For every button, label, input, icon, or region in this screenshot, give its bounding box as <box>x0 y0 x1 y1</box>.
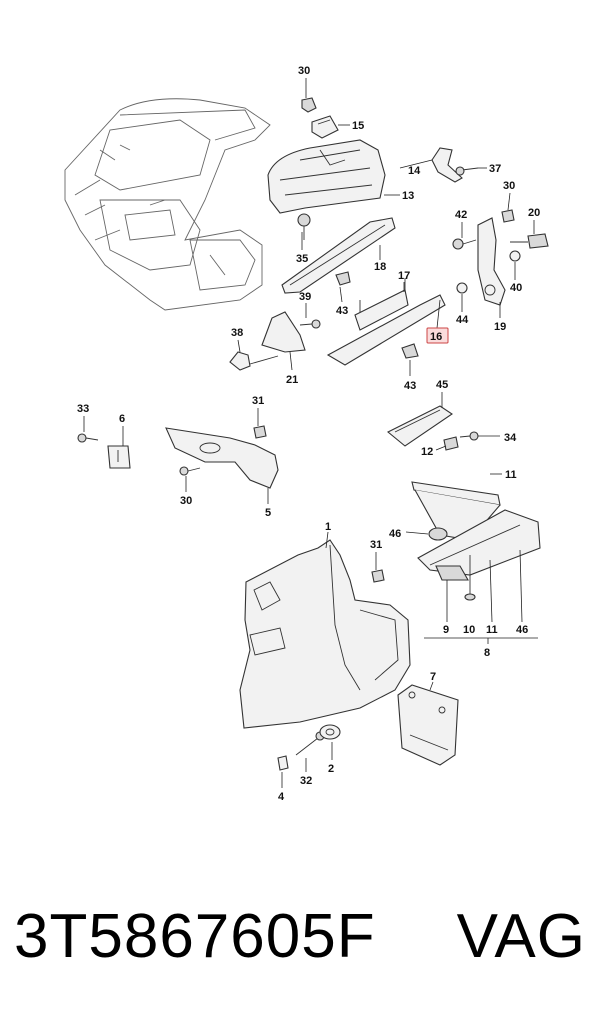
callout-32: 32 <box>300 775 312 787</box>
grille-9 <box>435 565 469 581</box>
footer: 3T5867605F VAG <box>0 892 600 982</box>
callout-14: 14 <box>408 165 421 177</box>
screw-35 <box>297 213 311 240</box>
callout-30: 30 <box>180 495 192 507</box>
callout-43: 43 <box>404 380 416 392</box>
trim-strip-18 <box>281 217 396 294</box>
clip-30-top <box>301 97 317 113</box>
bracket-6 <box>107 445 131 469</box>
screw-30-lower <box>179 466 201 476</box>
side-panel-1 <box>239 539 411 729</box>
callout-labels: 30 15 13 14 37 30 42 20 35 18 17 40 39 4… <box>77 65 540 803</box>
clip-38 <box>229 351 279 371</box>
part-20 <box>510 233 549 249</box>
access-cover-7 <box>397 684 459 766</box>
cover-45 <box>386 405 453 447</box>
callout-30: 30 <box>298 65 310 77</box>
grab-handle-15 <box>311 115 339 139</box>
clip-43-lower <box>401 343 419 359</box>
callout-21: 21 <box>286 374 298 386</box>
callout-37: 37 <box>489 163 501 175</box>
car-body-sketch <box>64 98 271 311</box>
part-number: 3T5867605F <box>14 902 376 971</box>
grommet-2 <box>319 724 341 740</box>
callout-38: 38 <box>231 327 243 339</box>
callout-35: 35 <box>296 253 308 265</box>
callout-45: 45 <box>436 379 448 391</box>
callout-10: 10 <box>463 624 475 636</box>
side-trim-5 <box>165 427 279 489</box>
bolt-10 <box>464 555 476 601</box>
callout-31: 31 <box>370 539 382 551</box>
callout-11: 11 <box>486 624 498 636</box>
bolt-33 <box>77 433 99 443</box>
callout-12: 12 <box>421 446 433 458</box>
callout-6: 6 <box>119 413 125 425</box>
clip-31-upper <box>253 425 267 439</box>
cap-4 <box>277 755 289 771</box>
callout-19: 19 <box>494 321 506 333</box>
callout-7: 7 <box>430 671 436 683</box>
callout-5: 5 <box>265 507 271 519</box>
callout-43: 43 <box>336 305 348 317</box>
cover-16-17 <box>326 278 446 366</box>
cap-40 <box>509 250 521 262</box>
callout-8: 8 <box>484 647 490 659</box>
trunk-lid-trim <box>267 139 386 214</box>
callout-20: 20 <box>528 207 540 219</box>
callout-44: 44 <box>456 314 469 326</box>
clip-12 <box>443 436 459 451</box>
callout-2: 2 <box>328 763 334 775</box>
callout-11: 11 <box>505 469 517 481</box>
bolt-37 <box>455 166 479 176</box>
bracket-19 <box>477 217 506 306</box>
callout-39: 39 <box>299 291 311 303</box>
screw-39 <box>299 319 321 329</box>
callout-13: 13 <box>402 190 414 202</box>
clip-43-upper <box>335 271 351 286</box>
callout-18: 18 <box>374 261 386 273</box>
callout-31: 31 <box>252 395 264 407</box>
callout-9: 9 <box>443 624 449 636</box>
callout-40: 40 <box>510 282 522 294</box>
pocket-21 <box>261 311 306 353</box>
callout-1: 1 <box>325 521 331 533</box>
screw-32 <box>295 731 325 756</box>
screw-34 <box>459 431 479 441</box>
callout-34: 34 <box>504 432 517 444</box>
callout-33: 33 <box>77 403 89 415</box>
callout-16: 16 <box>430 331 442 343</box>
callout-4: 4 <box>278 791 285 803</box>
cap-44 <box>456 282 468 294</box>
callout-30: 30 <box>503 180 515 192</box>
clip-30-right <box>501 209 515 223</box>
floor-panel-8 <box>417 509 541 576</box>
leader-lines <box>83 78 538 788</box>
callout-42: 42 <box>455 209 467 221</box>
clip-31-lower <box>371 569 385 583</box>
highlight-box-16 <box>426 327 449 344</box>
callout-46: 46 <box>516 624 528 636</box>
callout-17: 17 <box>398 270 410 282</box>
callout-15: 15 <box>352 120 364 132</box>
screw-42 <box>452 238 477 250</box>
hinge-14 <box>431 147 463 183</box>
callout-46: 46 <box>389 528 401 540</box>
brand-label: VAG <box>456 902 586 971</box>
